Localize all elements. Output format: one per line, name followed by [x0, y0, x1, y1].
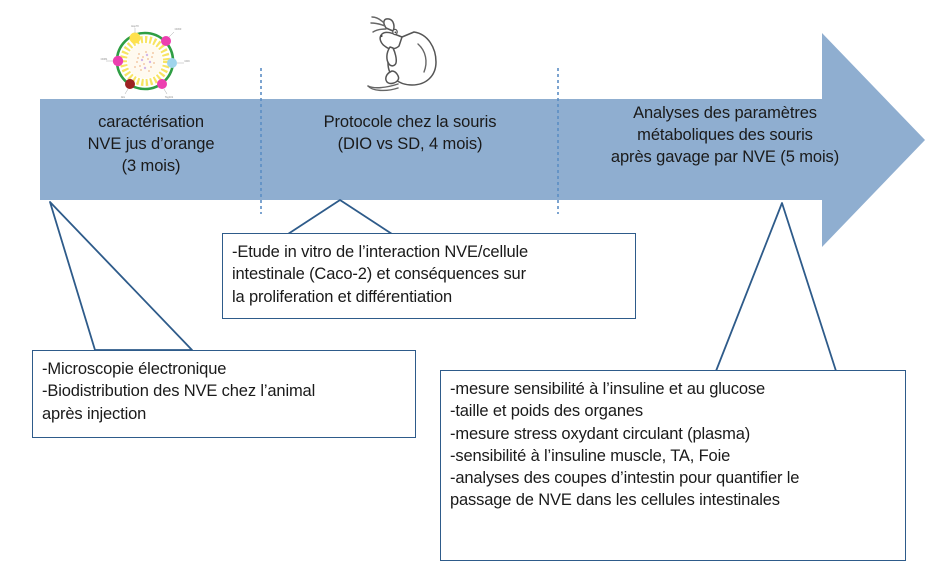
callout-box-microscopie: -Microscopie électronique -Biodistributi… [32, 350, 416, 438]
callout-box-invitro: -Etude in vitro de l’interaction NVE/cel… [222, 233, 636, 319]
phase-label-caracterisation: caractérisation NVE jus d’orange (3 mois… [87, 113, 215, 176]
callout-box-metabolique: -mesure sensibilité à l’insuline et au g… [440, 370, 906, 561]
callout-tail-microscopie [49, 201, 193, 351]
svg-text:CD9: CD9 [184, 59, 190, 63]
callout-tail-metabolique [715, 202, 837, 372]
phase-label-analyses-metaboliques: Analyses des paramètres métaboliques des… [610, 104, 840, 167]
svg-text:Tsg101: Tsg101 [165, 95, 174, 99]
callout-tail-invitro [287, 199, 393, 235]
svg-text:CD63: CD63 [175, 27, 182, 31]
phase-label-protocole-souris: Protocole chez la souris (DIO vs SD, 4 m… [323, 113, 497, 154]
svg-text:Hsp70: Hsp70 [131, 24, 139, 28]
mouse-icon [367, 16, 437, 92]
nanovesicle-icon: Hsp70 CD63 CD81 CD9 Alix Tsg101 [101, 24, 190, 99]
svg-text:Alix: Alix [121, 95, 126, 99]
svg-text:CD81: CD81 [101, 57, 108, 61]
